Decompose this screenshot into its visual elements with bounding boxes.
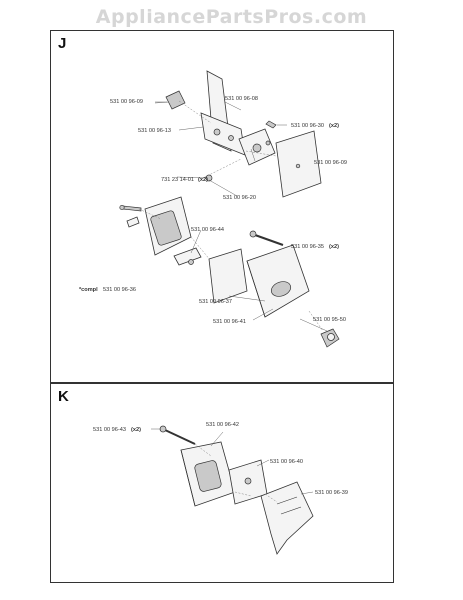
part-label: 531 00 96-42 [206,422,239,428]
part-label: 531 00 96-30 [291,123,324,129]
part-label: 531 00 95-50 [313,317,346,323]
part-label: 531 00 96-40 [270,459,303,465]
diagram-panel-j: J [50,30,394,383]
part-label: 531 00 96-13 [138,128,171,134]
clip-left [126,216,140,228]
bolt-left [122,205,142,212]
part-label: 531 00 96-37 [199,299,232,305]
heat-shield [260,481,314,555]
screw-top [265,120,277,129]
filter-cover [246,244,310,318]
exploded-view-k: 531 00 96-43 (x2) 531 00 96-42 531 00 96… [93,422,348,555]
part-label: 531 00 96-39 [315,490,348,496]
part-label-qty: (x2) [329,123,339,129]
part-label-prefix: *compl [79,287,98,293]
part-label: 531 00 96-43 [93,427,126,433]
part-label: 531 00 96-08 [225,96,258,102]
part-label: 731 23 14-01 [161,177,194,183]
part-label: 531 00 96-44 [191,227,224,233]
panel-letter-k: K [58,388,69,405]
filter-gasket [208,248,248,304]
part-label: 531 00 96-20 [223,195,256,201]
long-bolt [254,234,284,246]
part-label: 531 00 96-35 [291,244,324,250]
part-label: 531 00 96-09 [314,160,347,166]
part-label-qty: (x2) [131,427,141,433]
part-label-qty: (x2) [329,244,339,250]
part-label: 531 00 96-09 [110,99,143,105]
bolt [164,429,196,445]
part-label: 531 00 96-36 [103,287,136,293]
clamp-bracket [165,90,186,110]
exploded-view-j: 531 00 96-09 531 00 96-08 531 00 96-13 5… [79,70,347,348]
site-watermark: AppliancePartsPros.com [95,6,368,28]
panel-letter-j: J [58,35,67,52]
diagram-panel-k: K 531 00 96-43 (x2) 531 00 96-42 531 00 … [50,383,394,583]
link-part [173,247,202,266]
part-label: 531 00 96-41 [213,319,246,325]
part-label-qty: (x2) [198,177,208,183]
